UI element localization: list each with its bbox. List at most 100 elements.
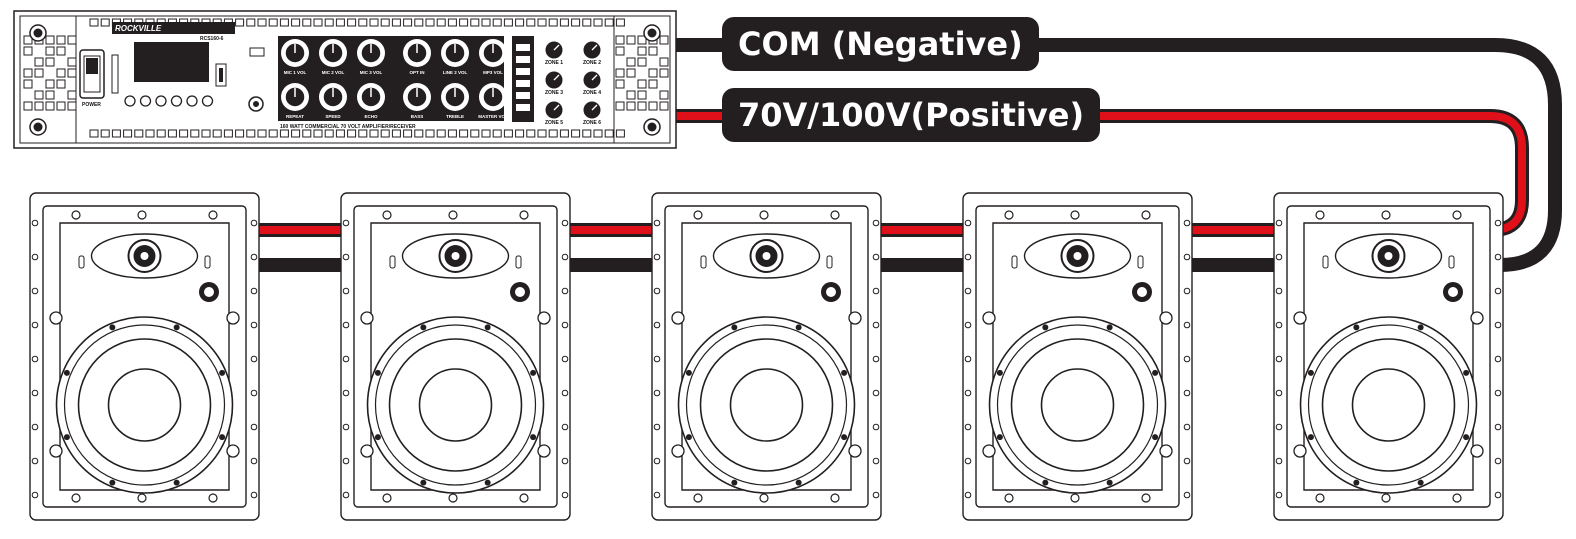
model-label: RCS160-6 [200,36,224,42]
mount-hole [342,491,350,499]
mount-hole [872,219,880,227]
mount-hole [31,457,39,465]
tweeter-center [762,252,771,260]
vent-slot [637,57,647,67]
vent-slot [56,46,66,56]
woofer-screw [63,369,70,376]
vent-slot [335,129,345,138]
woofer-screw [1353,324,1360,331]
mount-hole [342,355,350,363]
vent-slot [190,129,200,138]
vent-slot [515,18,525,27]
vent-slot [637,35,647,45]
speaker-row [29,192,1504,521]
mount-hole [872,389,880,397]
woofer-screw [484,479,491,486]
mount-hole [250,253,258,261]
vent-slot [615,46,625,56]
vent-slot [526,18,536,27]
woofer-screw [484,324,491,331]
knob-pointer [553,74,560,81]
mount-hole [561,355,569,363]
transport-button[interactable] [186,95,198,107]
frame-screw [830,493,840,503]
mount-hole [342,219,350,227]
mount-hole [31,219,39,227]
woofer-screw [1463,434,1470,441]
mount-hole [1275,355,1283,363]
zone-switch[interactable] [516,44,530,51]
zone-switch[interactable] [516,56,530,63]
zone-switch[interactable] [516,80,530,87]
vent-slot [626,35,636,45]
vent-slot [626,68,636,78]
mount-hole [964,389,972,397]
zone-switch[interactable] [516,68,530,75]
dog-ear [1470,311,1484,325]
vent-slot [459,129,469,138]
tap-selector-center [1137,287,1147,297]
vent-slot [167,129,177,138]
vent-slot [582,129,592,138]
vent-slot [324,129,334,138]
mount-hole [964,219,972,227]
woofer-dustcap [1351,368,1426,442]
tap-selector-center [204,287,214,297]
woofer-rim [685,324,848,486]
transport-button[interactable] [124,95,136,107]
mount-hole [653,423,661,431]
woofer-cone [1321,338,1456,472]
woofer-screw [109,324,116,331]
dog-ear [226,444,240,458]
mount-hole [872,457,880,465]
mount-hole [342,253,350,261]
frame-screw [1452,493,1462,503]
woofer-screw [1106,479,1113,486]
vent-slot [268,18,278,27]
vent-slot [89,18,99,27]
vent-slot [313,129,323,138]
positive-label: 70V/100V(Positive) [722,88,1101,142]
transport-button[interactable] [139,95,152,107]
knob-label: MIC 2 VOL [322,70,345,75]
mount-hole [31,389,39,397]
vent-slot [648,79,658,89]
vent-slot [23,35,33,45]
zone-switch[interactable] [516,104,530,111]
zone-switch[interactable] [516,92,530,99]
vent-slot [515,129,525,138]
vent-slot [459,18,469,27]
mount-hole [1275,219,1283,227]
vent-slot [34,101,44,111]
dog-ear [226,311,240,325]
transport-button[interactable] [170,95,183,107]
mount-hole [872,253,880,261]
woofer-screw [795,479,802,486]
vent-slot [324,18,334,27]
vent-slot [615,68,625,78]
vent-slot [45,79,55,89]
vent-slot [67,101,77,111]
woofer-screw [530,369,537,376]
mount-hole [250,355,258,363]
slot [204,255,211,269]
frame-screw [1004,210,1014,220]
transport-button[interactable] [155,95,167,107]
vent-slot [659,101,669,111]
rack-screw-head [33,122,43,132]
woofer-cone [388,338,523,472]
zone-label: ZONE 1 [545,60,563,66]
woofer-screw [1042,324,1049,331]
vent-slot [615,101,625,111]
vent-slot [23,68,33,78]
frame-screw [1070,493,1080,503]
transport-button[interactable] [201,95,214,107]
frame-screw [519,210,529,220]
mount-hole [1275,389,1283,397]
vent-slot [648,68,658,78]
mount-hole [342,457,350,465]
vent-slot [659,35,669,45]
mount-hole [1494,287,1502,295]
